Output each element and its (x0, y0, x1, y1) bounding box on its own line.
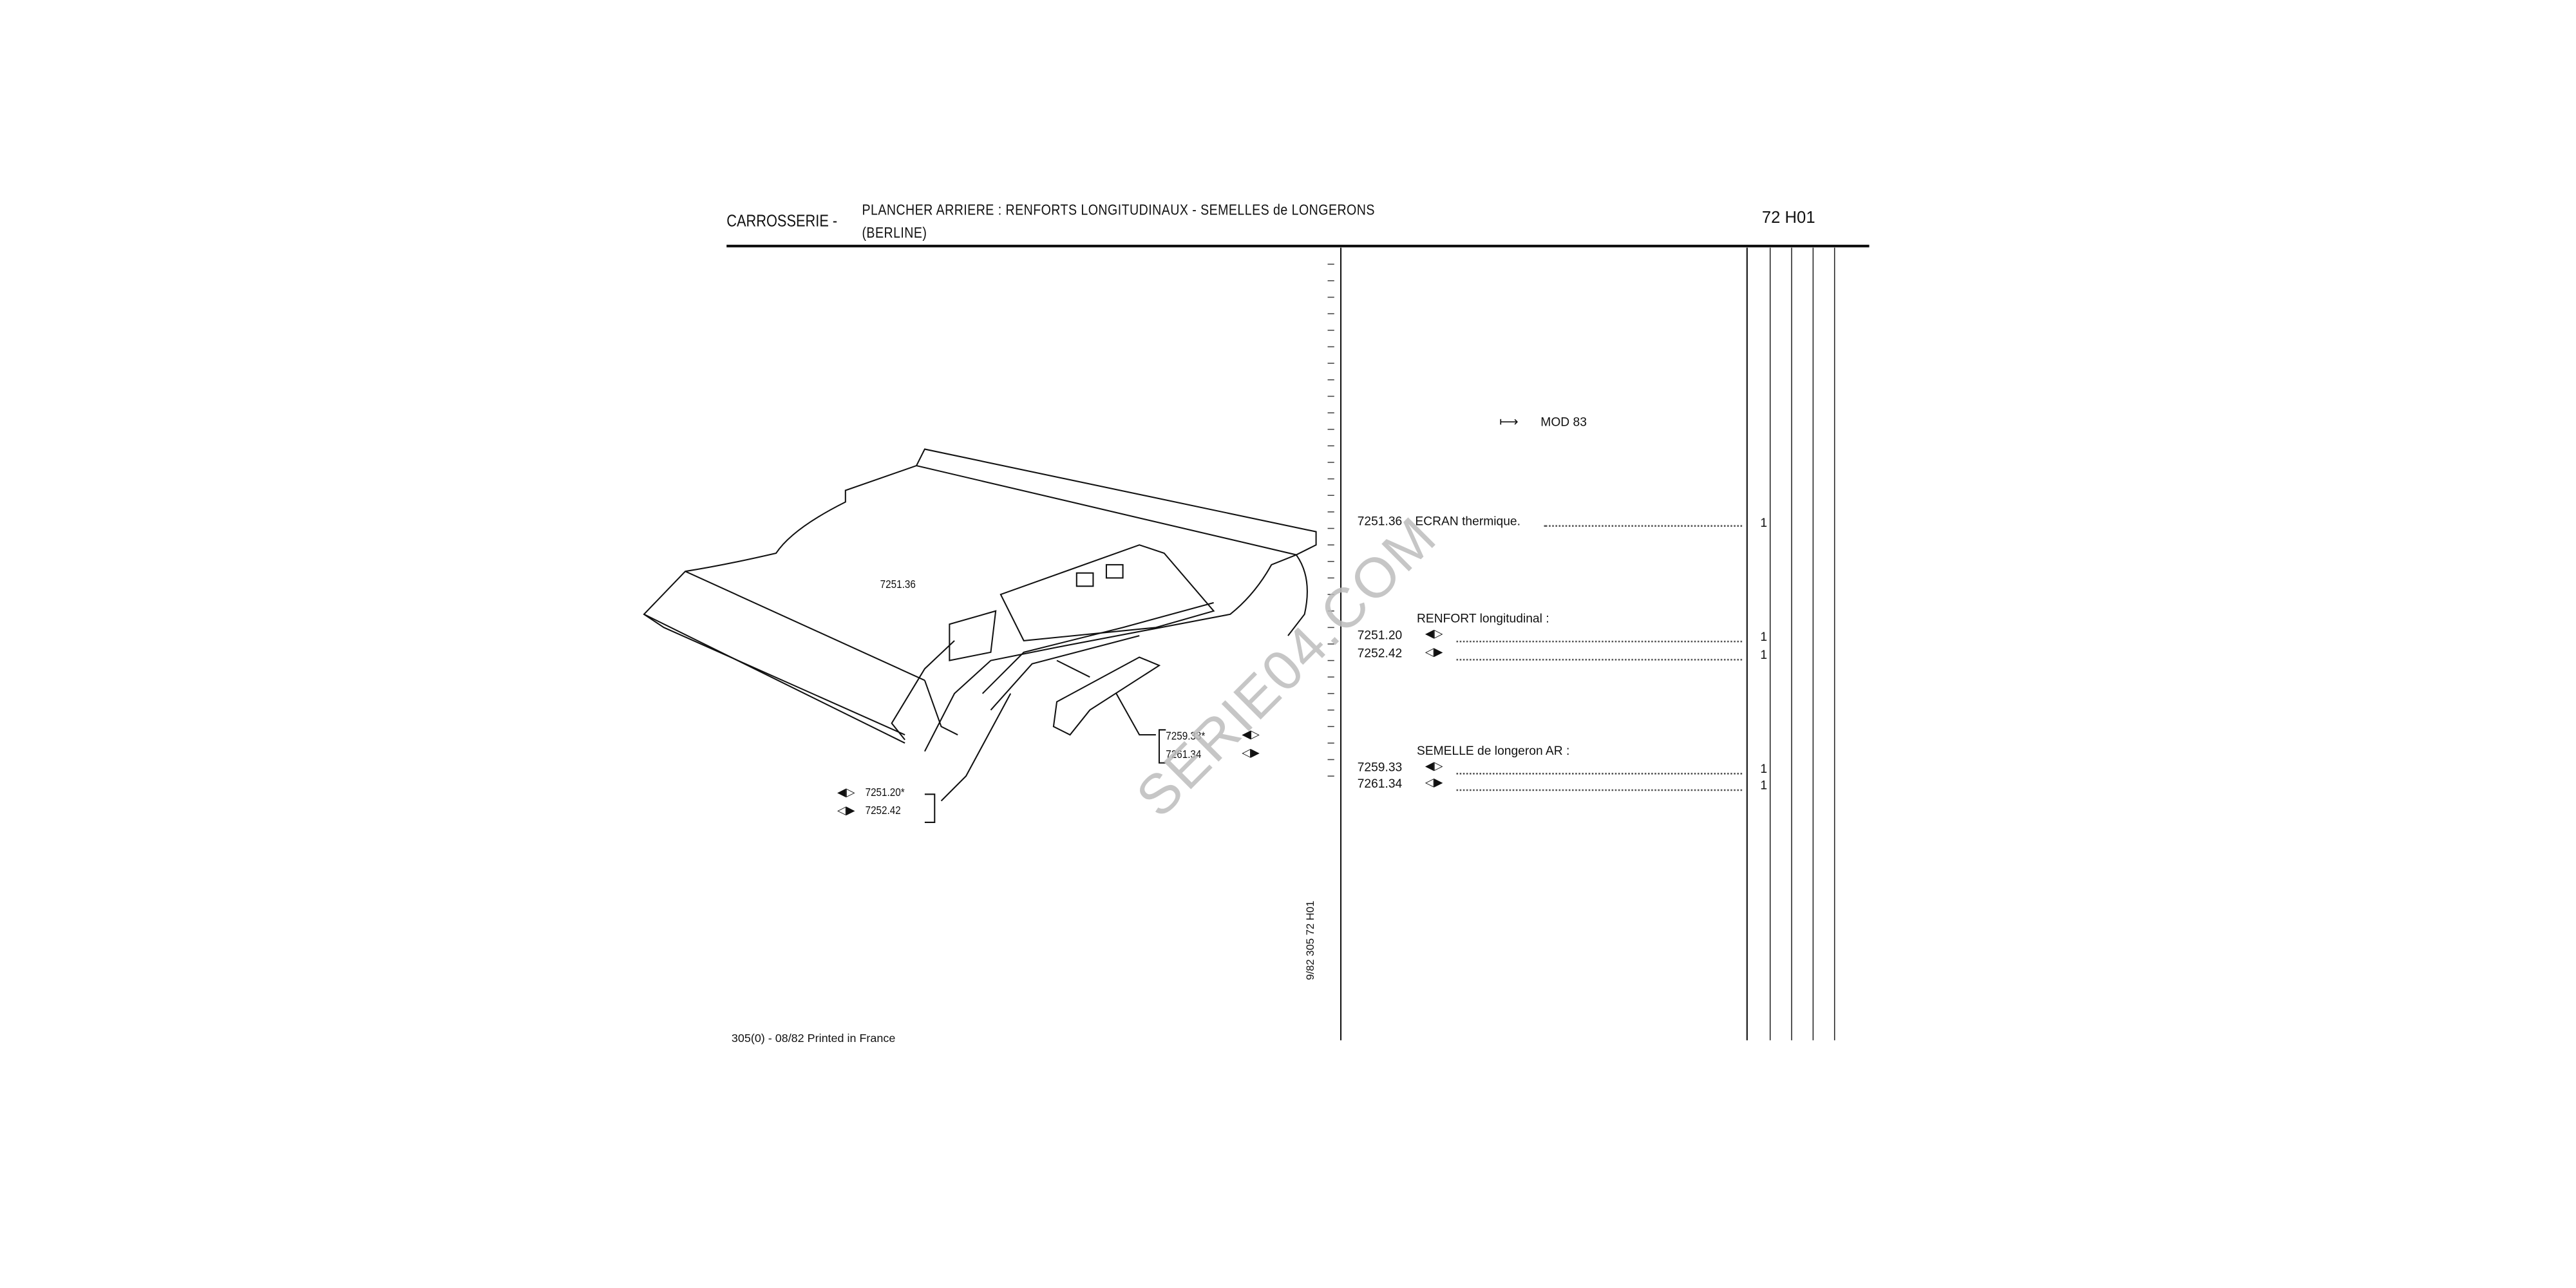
applicability: MOD 83 (1540, 414, 1587, 430)
left-side-icon: ◀▷ (1425, 629, 1443, 641)
left-side-icon: ◀▷ (837, 788, 855, 800)
left-side-icon: ◀▷ (1425, 761, 1443, 773)
part-ref: 7261.34 (1357, 776, 1403, 791)
part-ref: 7251.36 (1357, 513, 1403, 529)
right-side-icon: ◁▶ (837, 806, 855, 818)
part-qty: 1 (1760, 515, 1768, 531)
callout-ecran: 7251.36 (880, 579, 916, 591)
group-title: RENFORT longitudinal : (1416, 611, 1549, 626)
sill-plate (1052, 656, 1161, 736)
callout-semelle-right: 7261.34 (1166, 750, 1202, 762)
page-code: 72 H01 (1761, 209, 1815, 228)
section-title: CARROSSERIE - (726, 213, 838, 231)
part-qty: 1 (1760, 629, 1768, 644)
part-ref: 7259.33 (1357, 759, 1403, 775)
part-qty: 1 (1760, 647, 1768, 663)
arrow-right-icon: ⟼ (1499, 414, 1519, 430)
leader-dots (1456, 789, 1743, 791)
heat-shield (999, 544, 1215, 641)
part-ref: 7252.42 (1357, 645, 1403, 661)
part-qty: 1 (1760, 777, 1768, 793)
part-ref: 7251.20 (1357, 627, 1403, 643)
group-title: SEMELLE de longeron AR : (1416, 743, 1570, 758)
callout-semelle-left: 7259.33* (1166, 731, 1206, 743)
page-subtitle: (BERLINE) (862, 224, 927, 242)
left-side-icon: ◀▷ (1242, 730, 1260, 742)
right-side-icon: ◁▶ (1425, 777, 1443, 790)
page-title: PLANCHER ARRIERE : RENFORTS LONGITUDINAU… (862, 201, 1375, 218)
callout-renfort-right: 7252.42 (865, 806, 901, 818)
right-side-icon: ◁▶ (1425, 647, 1443, 659)
leader-dots (1544, 525, 1743, 527)
right-side-icon: ◁▶ (1242, 748, 1260, 760)
leader-dots (1456, 640, 1743, 643)
leader-dots (1456, 659, 1743, 661)
part-qty: 1 (1760, 761, 1768, 777)
part-desc: ECRAN thermique. (1415, 513, 1520, 529)
side-code: 9/82 305 72 H01 (1305, 900, 1317, 980)
callout-renfort-left: 7251.20* (865, 788, 905, 800)
leader-dots (1456, 772, 1743, 775)
footer-print-info: 305(0) - 08/82 Printed in France (731, 1034, 896, 1046)
rear-floor-drawing (643, 448, 1317, 823)
ruler-ticks (1327, 263, 1334, 777)
